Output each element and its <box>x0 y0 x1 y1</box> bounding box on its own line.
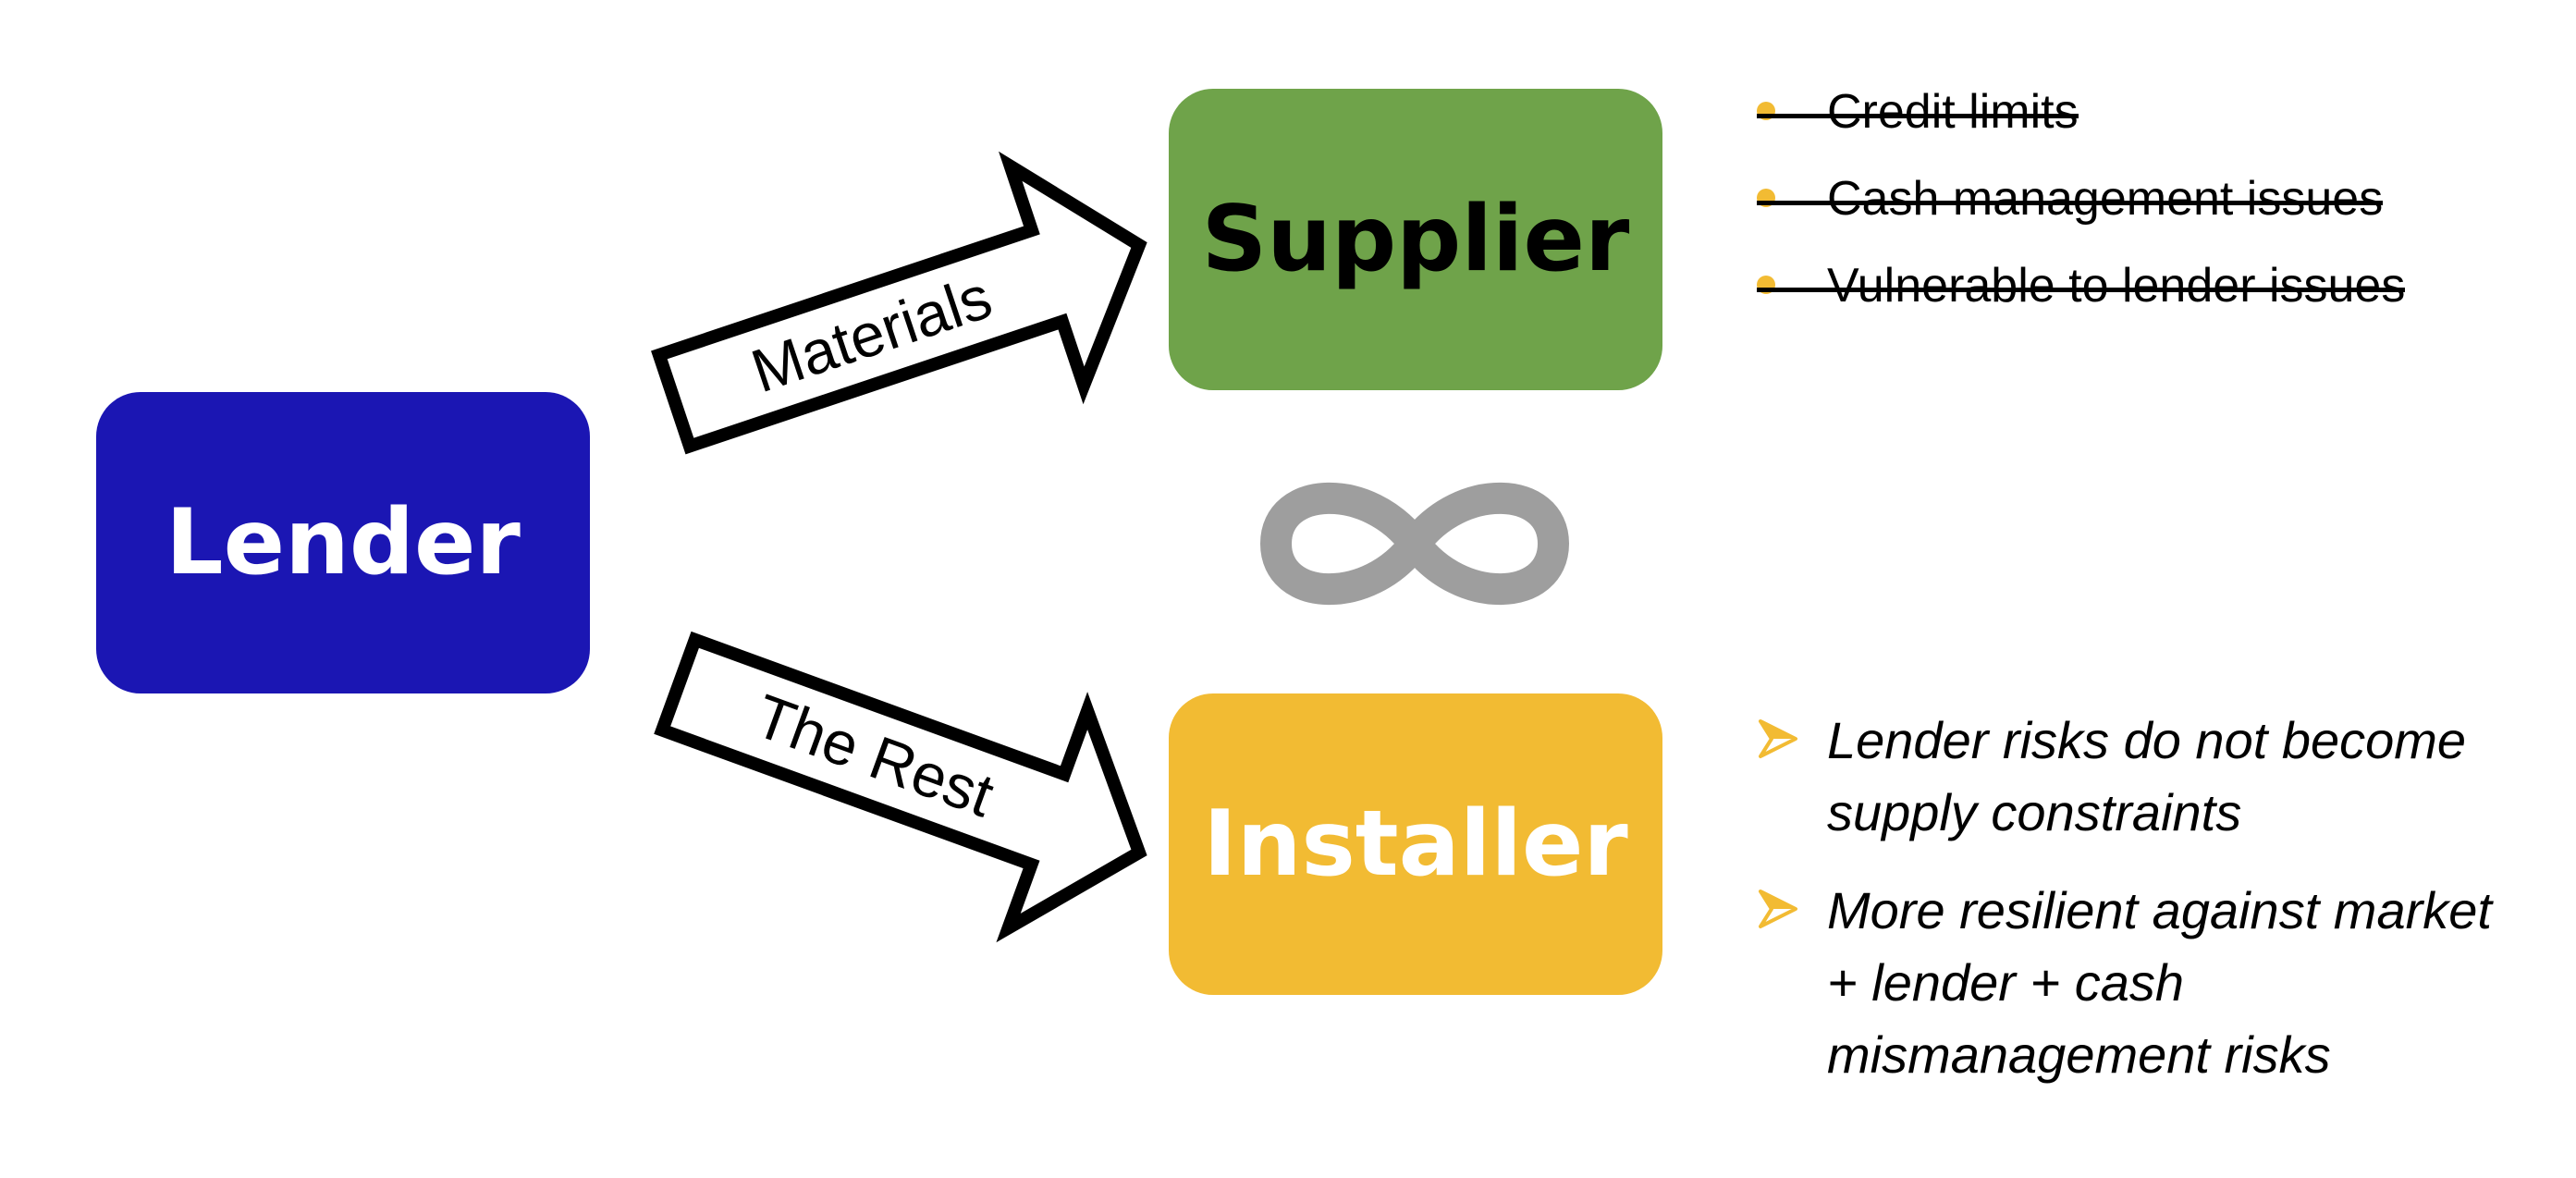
infinity-icon <box>1260 482 1569 606</box>
supplier-risk-text: Vulnerable to lender issues <box>1827 259 2406 313</box>
strikethrough-line <box>1757 288 2406 292</box>
list-item: Credit limits <box>1757 81 2405 168</box>
installer-box: Installer <box>1169 693 1662 995</box>
strikethrough-line <box>1757 114 2079 118</box>
strikethrough-line <box>1757 201 2384 205</box>
installer-benefits-list: Lender risks do not become supply constr… <box>1757 705 2515 1117</box>
arrowhead-bullet-icon <box>1759 719 1797 758</box>
list-item: Lender risks do not become supply constr… <box>1757 705 2515 849</box>
supplier-label: Supplier <box>1201 187 1630 292</box>
supplier-risk-text: Cash management issues <box>1827 172 2384 226</box>
list-item: Cash management issues <box>1757 168 2405 255</box>
list-item: Vulnerable to lender issues <box>1757 255 2406 342</box>
the-rest-arrow-shape <box>654 631 1147 943</box>
lender-label: Lender <box>166 490 521 595</box>
installer-label: Installer <box>1203 791 1628 897</box>
installer-benefit-text: More resilient against market + lender +… <box>1827 881 2492 1084</box>
list-item: More resilient against market + lender +… <box>1757 875 2515 1091</box>
lender-box: Lender <box>96 392 590 693</box>
materials-arrow: Materials <box>651 151 1147 455</box>
supplier-risk-text: Credit limits <box>1827 85 2079 139</box>
supplier-risks-list: Credit limits Cash management issues Vul… <box>1757 81 2406 342</box>
materials-arrow-shape <box>651 151 1147 455</box>
arrowhead-bullet-icon <box>1759 890 1797 928</box>
installer-benefit-text: Lender risks do not become supply constr… <box>1827 711 2467 841</box>
the-rest-arrow: The Rest <box>654 631 1147 943</box>
supplier-box: Supplier <box>1169 89 1662 390</box>
